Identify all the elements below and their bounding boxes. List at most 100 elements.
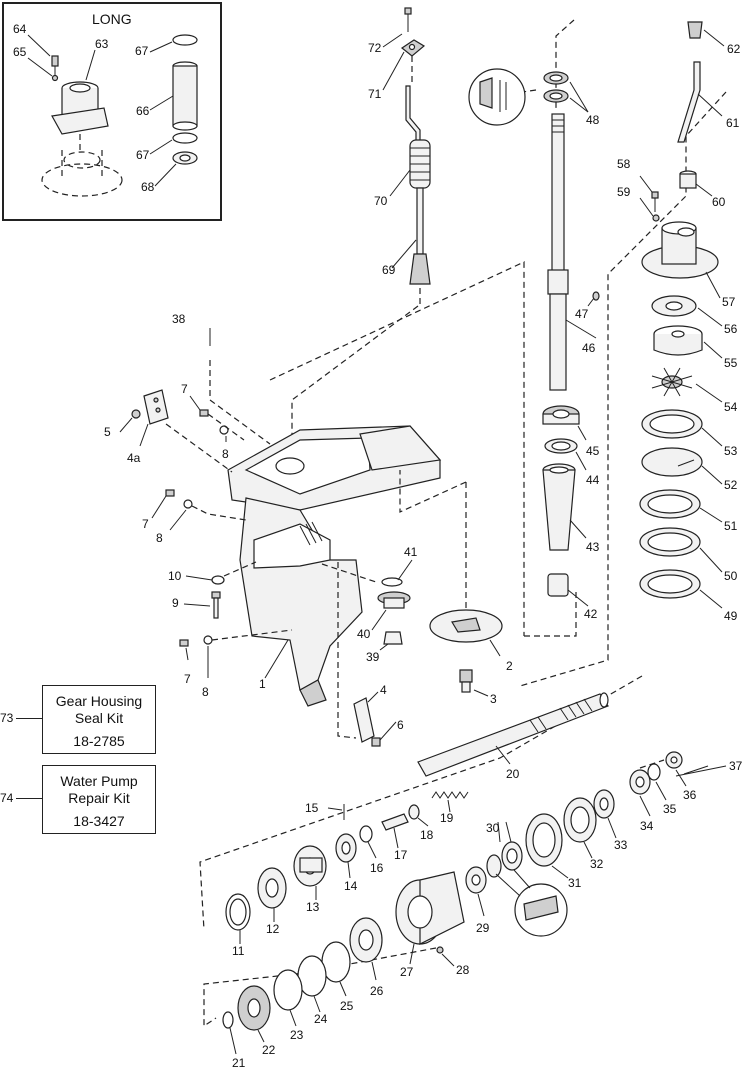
- callout-42: 42: [584, 607, 598, 621]
- callout-25: 25: [340, 999, 354, 1013]
- part-69-rod-end: [409, 187, 431, 285]
- seal-kit-leader: [16, 718, 42, 719]
- callout-47: 47: [575, 307, 589, 321]
- callout-14: 14: [344, 879, 358, 893]
- callout-18: 18: [420, 828, 434, 842]
- callout-45: 45: [586, 444, 600, 458]
- callout-39: 39: [366, 650, 380, 664]
- part-60-grommet: [679, 170, 697, 189]
- gear-housing-assembly: [227, 261, 525, 707]
- part-64-screw: [51, 55, 59, 76]
- callout-22: 22: [262, 1043, 276, 1057]
- callout-35: 35: [663, 802, 677, 816]
- part-23-shim: [273, 969, 303, 1011]
- part-34-spacer: [629, 769, 651, 795]
- callout-53: 53: [724, 444, 738, 458]
- part-42-bushing: [547, 573, 569, 597]
- part-67-oring-top: [172, 34, 198, 46]
- part-66-tube: [172, 61, 198, 131]
- callout-55: 55: [724, 356, 738, 370]
- part-11-seal: [225, 893, 251, 931]
- part-32-bearing-carrier: [563, 797, 597, 843]
- part-68-seal: [172, 151, 198, 165]
- seal-kit-part-number: 18-2785: [73, 733, 125, 749]
- callout-61: 61: [726, 116, 740, 130]
- callout-44: 44: [586, 473, 600, 487]
- seal-kit-line1: Gear Housing: [55, 693, 143, 709]
- callout-67-top: 67: [135, 44, 149, 58]
- callout-8-upper: 8: [222, 447, 229, 461]
- part-67-oring-bottom: [172, 132, 198, 144]
- callout-38: 38: [172, 312, 186, 326]
- part-9-screw: [211, 591, 221, 619]
- pump-kit-line1: Water Pump: [60, 773, 138, 789]
- part-3-screw: [459, 669, 473, 693]
- callout-69: 69: [382, 263, 396, 277]
- part-51-gasket: [639, 489, 701, 519]
- callout-17: 17: [394, 848, 408, 862]
- callout-43: 43: [586, 540, 600, 554]
- part-30-seals: [486, 841, 523, 878]
- part-19-spring: [431, 791, 469, 799]
- callout-26: 26: [370, 984, 384, 998]
- part-58-screw: [651, 191, 659, 212]
- part-2-cover: [429, 609, 503, 643]
- part-29-bushing: [465, 866, 487, 894]
- part-8-washer-lower: [203, 635, 213, 645]
- callout-48: 48: [586, 113, 600, 127]
- shift-rod-assembly: [382, 7, 431, 306]
- callout-20: 20: [506, 767, 520, 781]
- pump-kit-number: 74: [0, 791, 14, 805]
- part-22-reverse-gear: [237, 985, 271, 1031]
- part-65-washer: [51, 74, 59, 82]
- inset-pump-base: [41, 134, 123, 197]
- part-63-housing: [51, 81, 109, 135]
- part-21-ring: [222, 1011, 234, 1029]
- callout-32: 32: [590, 857, 604, 871]
- inset-title: LONG: [92, 11, 132, 27]
- part-20-propeller-shaft: [417, 692, 609, 777]
- part-16-ring: [359, 825, 373, 843]
- seal-kit-number: 73: [0, 711, 14, 725]
- pump-kit-part-number: 18-3427: [73, 813, 125, 829]
- part-35-washer: [647, 763, 661, 781]
- callout-31: 31: [568, 876, 582, 890]
- callout-54: 54: [724, 400, 738, 414]
- callout-70: 70: [374, 194, 388, 208]
- part-4-anode: [353, 697, 375, 743]
- callout-7-upper: 7: [181, 382, 188, 396]
- callout-7-lower: 7: [184, 672, 191, 686]
- callout-12: 12: [266, 922, 280, 936]
- callout-37: 37: [729, 759, 743, 773]
- part-6-screw: [371, 737, 381, 747]
- part-62-grommet: [687, 21, 703, 39]
- callout-57: 57: [722, 295, 736, 309]
- part-52-plate: [641, 447, 703, 477]
- callout-6: 6: [397, 718, 404, 732]
- callout-8-lower: 8: [202, 685, 209, 699]
- callout-1: 1: [259, 677, 266, 691]
- callout-5: 5: [104, 425, 111, 439]
- part-14-clutch: [335, 833, 357, 863]
- callout-71: 71: [368, 87, 382, 101]
- callout-64: 64: [13, 22, 27, 36]
- part-40-pinion-gear: [377, 591, 411, 609]
- part-18-pin: [408, 804, 420, 820]
- callout-41: 41: [404, 545, 418, 559]
- part-17-shift-shaft: [381, 813, 409, 831]
- part-5-washer: [131, 409, 141, 419]
- part-46-driveshaft: [547, 113, 569, 391]
- callout-27: 27: [400, 965, 414, 979]
- part-53-gasket: [641, 409, 703, 439]
- callout-9: 9: [172, 596, 179, 610]
- part-44-washer: [544, 438, 578, 454]
- callout-50: 50: [724, 569, 738, 583]
- callout-60: 60: [712, 195, 726, 209]
- callout-8-middle: 8: [156, 531, 163, 545]
- callout-21: 21: [232, 1056, 246, 1068]
- water-pump-repair-kit-box: Water Pump Repair Kit 18-3427: [42, 765, 156, 834]
- part-7-screw-upper: [199, 409, 209, 417]
- part-7-screw-middle: [165, 489, 175, 497]
- part-56-liner: [651, 295, 697, 317]
